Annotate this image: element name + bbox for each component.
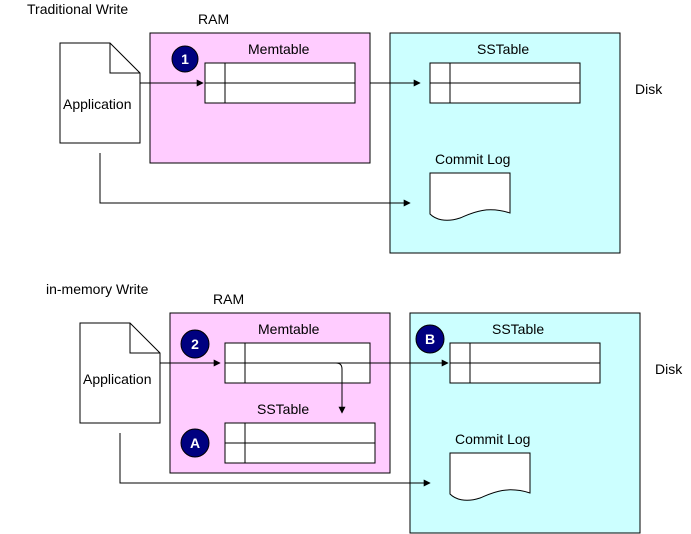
in-memory-write-title: in-memory Write (46, 281, 149, 297)
traditional-ram-label: RAM (198, 11, 229, 27)
svg-text:A: A (190, 435, 200, 451)
in-memory-application-label: Application (83, 371, 152, 387)
traditional-arrow-app-to-commit-log (99, 153, 411, 207)
in-memory-arrow-memtable-to-ram-sstable (330, 362, 346, 414)
traditional-commit-log-label: Commit Log (435, 151, 510, 167)
in-memory-memtable-label: Memtable (258, 321, 320, 337)
traditional-disk-label: Disk (635, 81, 663, 97)
in-memory-badge-2: 2 (180, 329, 210, 359)
traditional-memtable-table (204, 62, 356, 104)
traditional-sstable-label: SSTable (477, 41, 529, 57)
in-memory-ram-label: RAM (213, 291, 244, 307)
in-memory-disk-label: Disk (655, 361, 683, 377)
traditional-memtable-label: Memtable (248, 41, 310, 57)
svg-text:1: 1 (181, 51, 189, 67)
in-memory-commit-log-icon (449, 452, 531, 501)
in-memory-arrow-app-to-commit-log (119, 433, 431, 487)
in-memory-ram-sstable-table (224, 422, 376, 464)
in-memory-badge-a: A (180, 428, 210, 458)
svg-text:2: 2 (191, 336, 199, 352)
traditional-write-section: Traditional Write RAM Disk Application 1… (27, 1, 663, 254)
in-memory-memtable-table (224, 342, 371, 384)
traditional-application-label: Application (63, 96, 132, 112)
in-memory-disk-sstable-table (449, 342, 601, 384)
traditional-write-title: Traditional Write (27, 1, 128, 17)
traditional-badge-1: 1 (171, 45, 199, 73)
svg-text:B: B (425, 331, 435, 347)
traditional-application-document: Application (59, 42, 141, 144)
in-memory-write-section: in-memory Write RAM Disk Application 2 M… (46, 281, 683, 534)
traditional-sstable-table (429, 62, 581, 104)
in-memory-disk-sstable-label: SSTable (492, 321, 544, 337)
in-memory-commit-log-label: Commit Log (455, 431, 530, 447)
in-memory-badge-b: B (415, 324, 445, 354)
in-memory-ram-sstable-label: SSTable (257, 401, 309, 417)
in-memory-application-document: Application (79, 322, 161, 424)
traditional-commit-log-icon (429, 172, 511, 221)
